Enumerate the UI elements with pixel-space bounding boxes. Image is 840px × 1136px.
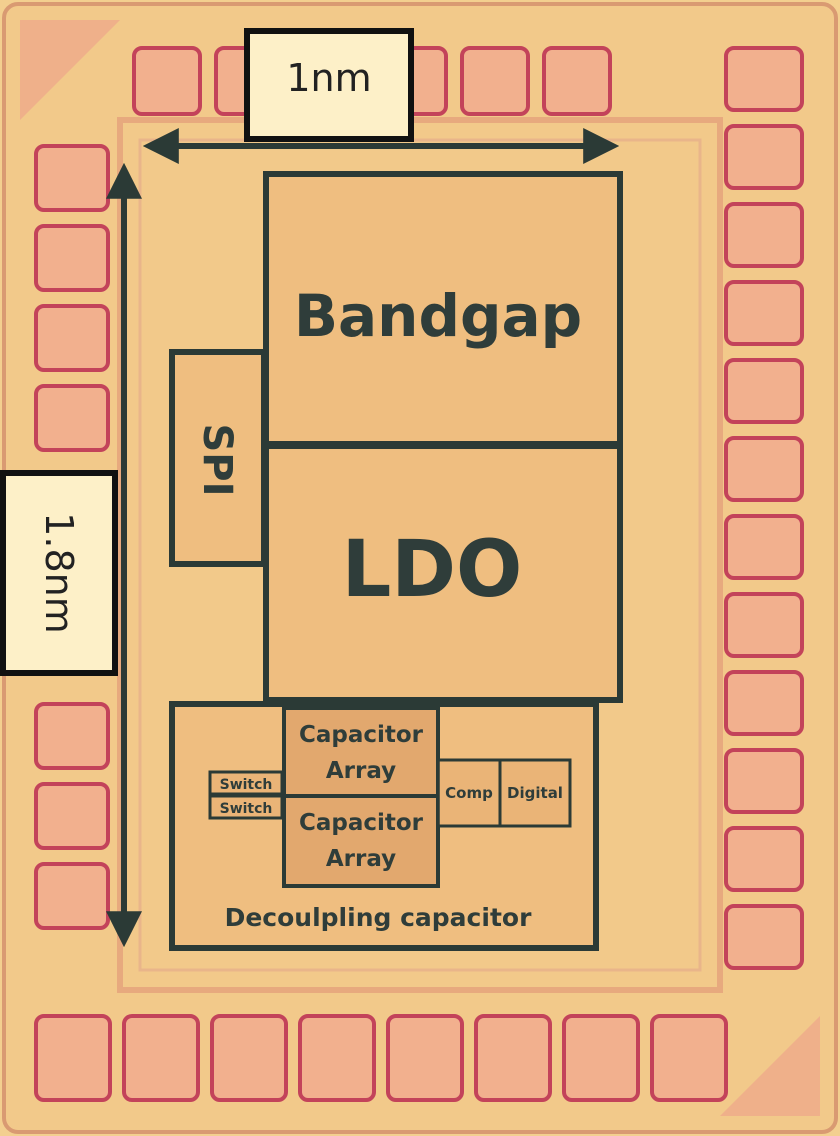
spi-block — [169, 349, 267, 567]
capacitor-array-top — [282, 706, 440, 798]
bandgap-block — [263, 171, 623, 447]
capacitor-array-top-line1: Capacitor — [299, 722, 424, 748]
height-dimension-label: 1.8nm — [37, 512, 82, 634]
comparator-block — [436, 758, 502, 828]
switch-top-block — [208, 770, 284, 796]
ldo-label: LDO — [342, 525, 523, 615]
height-dimension-label-box: 1.8nm — [0, 470, 118, 676]
pad-column-left — [34, 144, 110, 930]
corner-structure — [720, 1016, 820, 1116]
bandgap-label: Bandgap — [294, 282, 582, 350]
comparator-label: Comp — [445, 784, 493, 802]
digital-label: Digital — [507, 784, 563, 802]
switch-bottom-label: Switch — [220, 801, 273, 817]
width-dimension-label: 1nm — [244, 28, 414, 142]
capacitor-array-bottom-line1: Capacitor — [299, 810, 424, 836]
capacitor-array-top-line2: Array — [326, 758, 396, 784]
decoupling-capacitor-label: Decoulpling capacitor — [225, 903, 532, 932]
capacitor-array-bottom-line2: Array — [326, 846, 396, 872]
corner-structure — [20, 20, 120, 120]
pad-column-right — [724, 46, 804, 970]
pad-row-bottom — [34, 1014, 728, 1102]
switch-bottom-block — [208, 794, 284, 820]
digital-block — [498, 758, 572, 828]
switch-top-label: Switch — [220, 777, 273, 793]
ldo-block — [263, 443, 623, 703]
capacitor-array-bottom — [282, 794, 440, 888]
spi-label: SPI — [194, 423, 240, 496]
